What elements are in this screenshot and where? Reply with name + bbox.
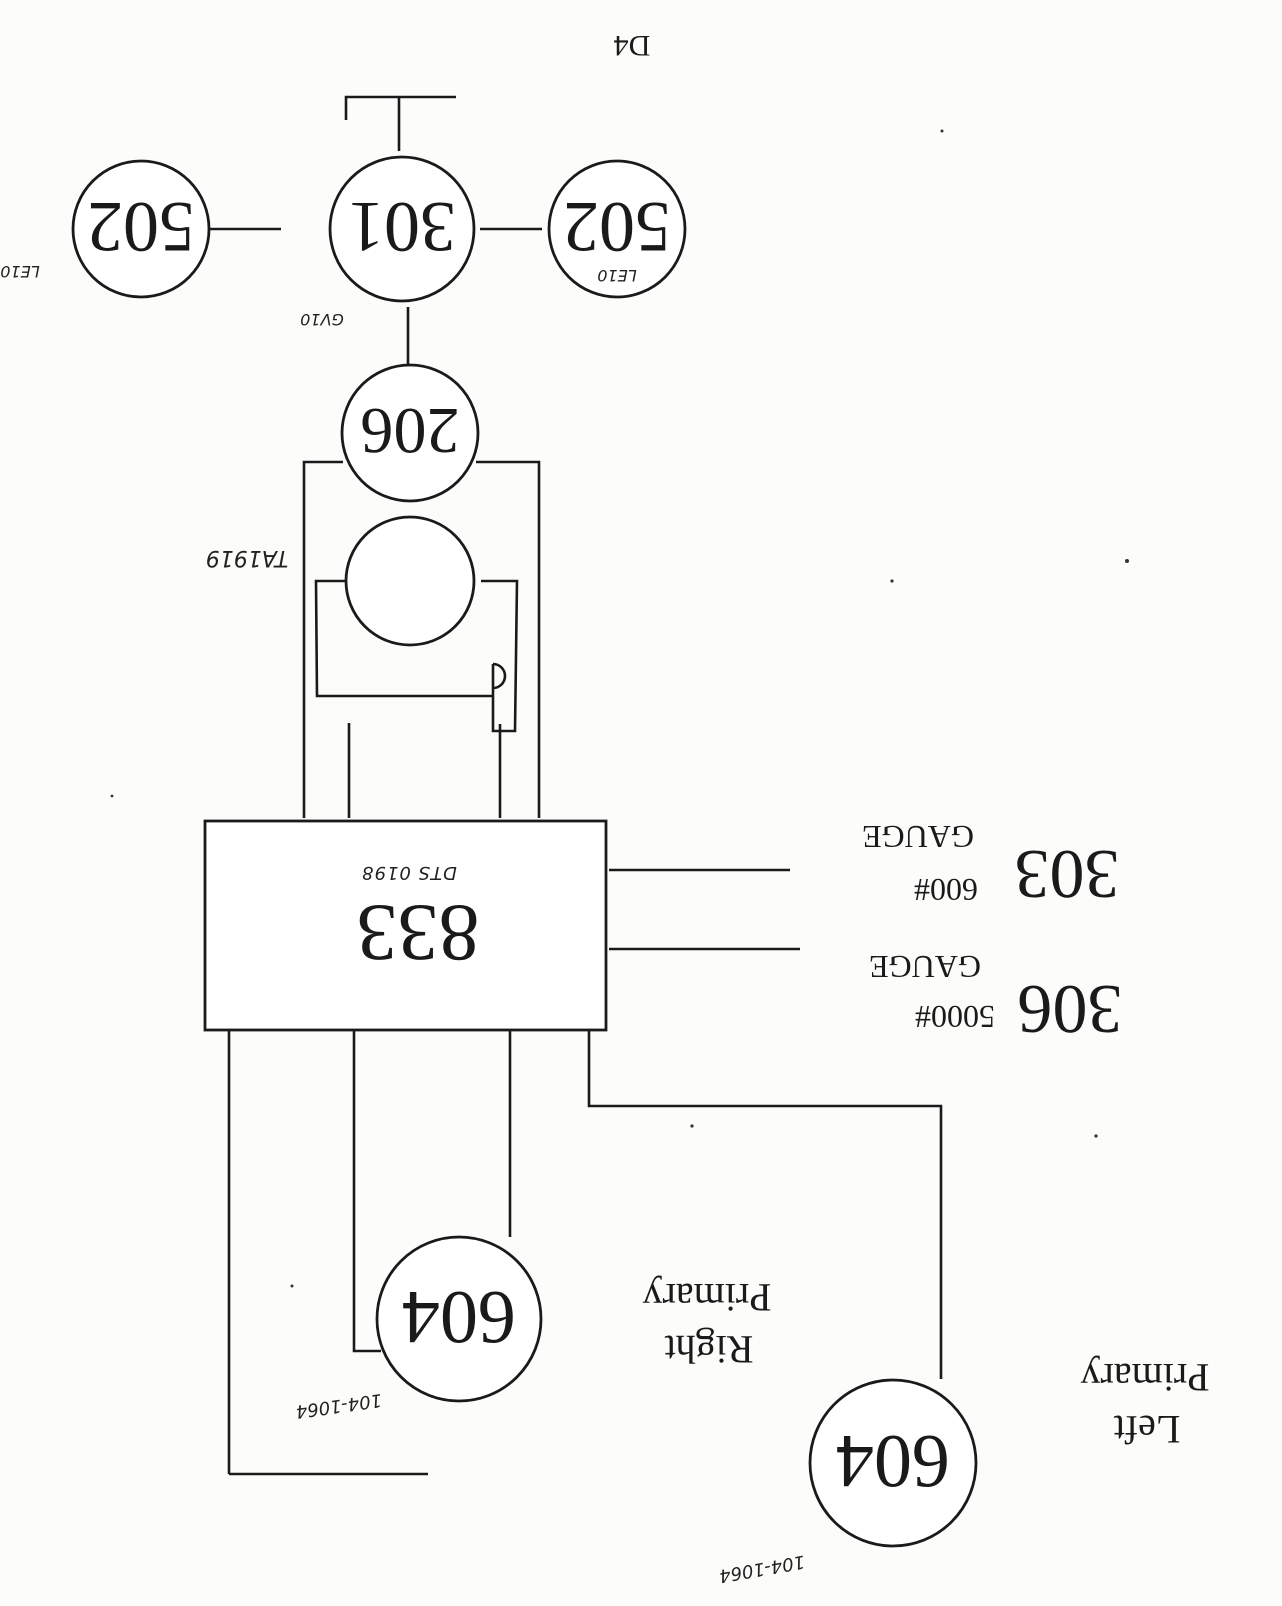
cylinder-right-circle (375, 1235, 543, 1403)
manifold-tag: DTS 0198 (361, 862, 457, 883)
manifold-box (203, 819, 608, 1032)
scan-speck (1094, 1134, 1098, 1138)
blank-circle-tag: TA1919 (206, 545, 288, 570)
scan-speck (690, 1124, 694, 1128)
right-primary-line1: Right (665, 1327, 754, 1372)
valve-301-circle (328, 155, 476, 303)
regulator-206-circle (340, 363, 480, 503)
valve-502-right-circle (547, 159, 687, 299)
scan-speck (940, 129, 944, 133)
cylinder-right-tag: 104-1064 (294, 1389, 383, 1422)
valve-301-tag: GV10 (300, 310, 344, 329)
right-primary-line2: Primary (643, 1275, 772, 1320)
gauge-306-rating: 5000# (915, 999, 995, 1035)
scan-speck (1125, 559, 1129, 563)
valve-502-left-tag: LE10 (0, 262, 39, 281)
left-primary-line2: Primary (1081, 1355, 1210, 1400)
pipe-outer-left (476, 460, 541, 818)
pipe-loop-inner (314, 579, 519, 733)
pipe-crossover-arc (492, 662, 507, 690)
cylinder-left-tag: 104-1064 (717, 1551, 806, 1587)
scan-speck (110, 794, 114, 798)
pipe-outer-right (302, 460, 343, 818)
regulator-206-number: 206 (361, 394, 460, 467)
cylinder-right-number: 604 (402, 1275, 516, 1359)
page-label: D4 (614, 29, 651, 62)
gauge-303-rating: 600# (914, 872, 978, 908)
cap-bracket (344, 95, 456, 120)
valve-502-right-number: 502 (563, 187, 671, 267)
gauge-303-label: GAUGE (862, 819, 974, 855)
scan-speck (290, 1284, 294, 1288)
valve-502-right-tag: LE10 (597, 266, 636, 285)
gauge-303-number: 303 (1015, 835, 1120, 912)
gauge-306-label: GAUGE (869, 949, 981, 985)
valve-502-left-number: 502 (87, 187, 195, 267)
gauge-306-number: 306 (1018, 970, 1123, 1047)
cylinder-left-circle (808, 1378, 978, 1548)
manifold-number: 833 (357, 888, 480, 979)
pipe-left-cylinder-a (587, 1030, 943, 1379)
valve-301-number: 301 (348, 187, 456, 267)
valve-502-left-circle (71, 159, 211, 299)
left-primary-line1: Left (1114, 1407, 1181, 1452)
cylinder-left-number: 604 (836, 1419, 950, 1503)
pipe-right-cylinder-a (352, 1030, 381, 1353)
blank-circle (344, 515, 476, 647)
scan-speck (890, 579, 894, 583)
